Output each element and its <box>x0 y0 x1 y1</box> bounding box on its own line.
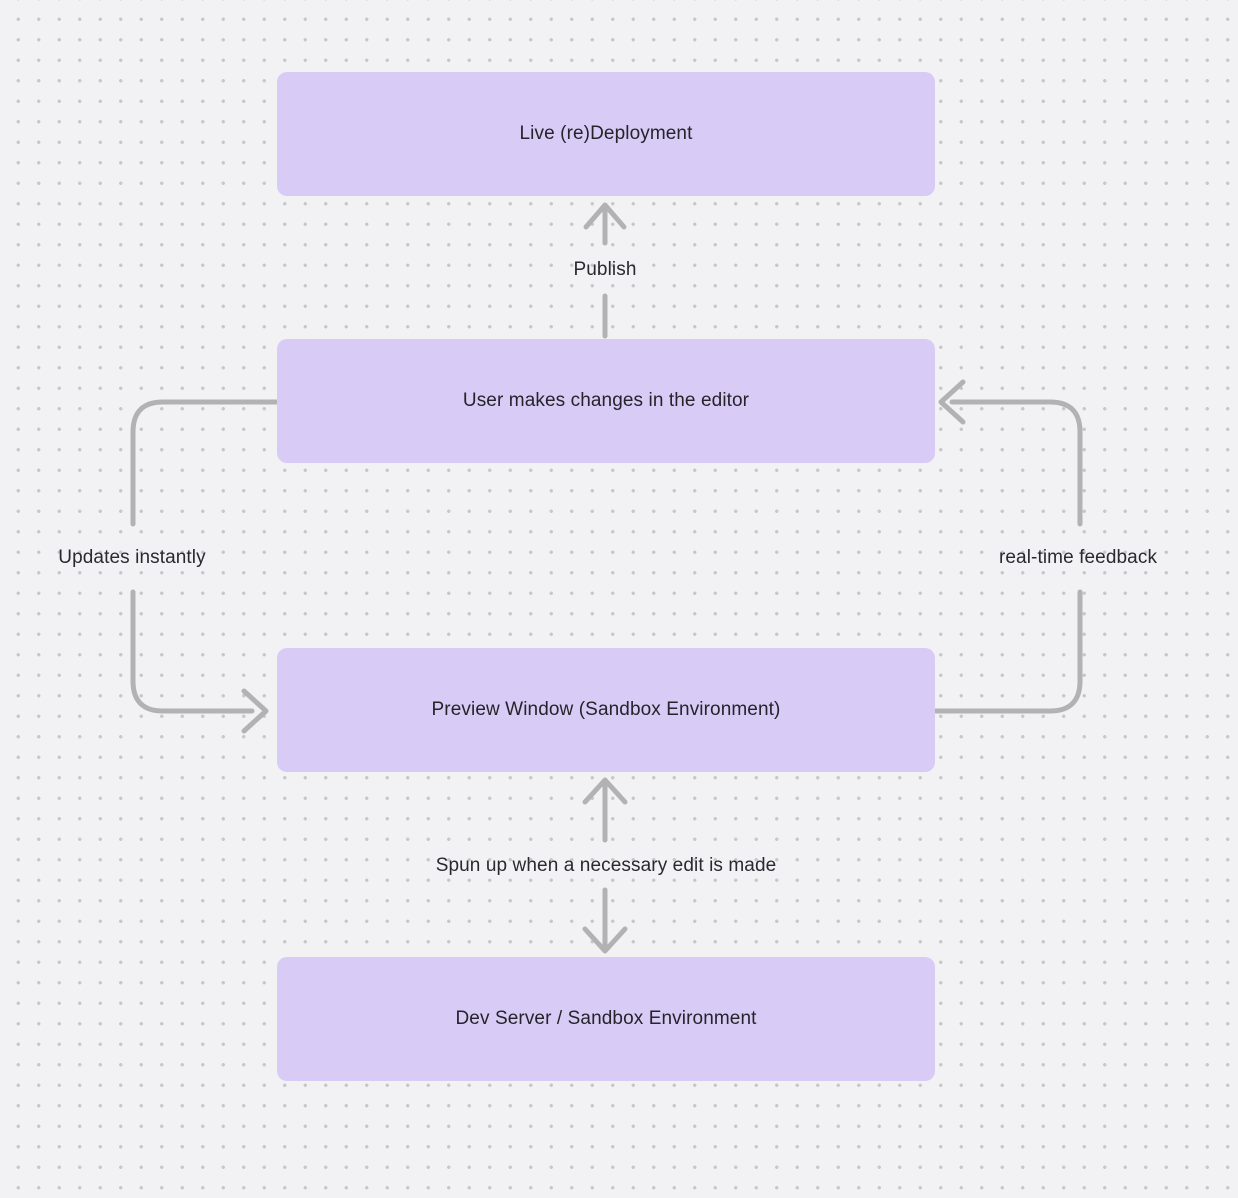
edge-label-updates-instantly: Updates instantly <box>58 547 206 568</box>
node-dev-server[interactable]: Dev Server / Sandbox Environment <box>277 957 935 1081</box>
node-live-deployment[interactable]: Live (re)Deployment <box>277 72 935 196</box>
node-preview-window-label: Preview Window (Sandbox Environment) <box>431 699 781 720</box>
edge-label-publish: Publish <box>573 259 637 280</box>
node-preview-window[interactable]: Preview Window (Sandbox Environment) <box>277 648 935 772</box>
node-editor-changes[interactable]: User makes changes in the editor <box>277 339 935 463</box>
node-editor-changes-label: User makes changes in the editor <box>462 390 750 411</box>
edge-label-real-time-feedback: real-time feedback <box>998 547 1158 568</box>
node-live-deployment-label: Live (re)Deployment <box>519 123 693 144</box>
node-dev-server-label: Dev Server / Sandbox Environment <box>455 1008 757 1029</box>
edge-label-spun-up: Spun up when a necessary edit is made <box>435 855 777 876</box>
